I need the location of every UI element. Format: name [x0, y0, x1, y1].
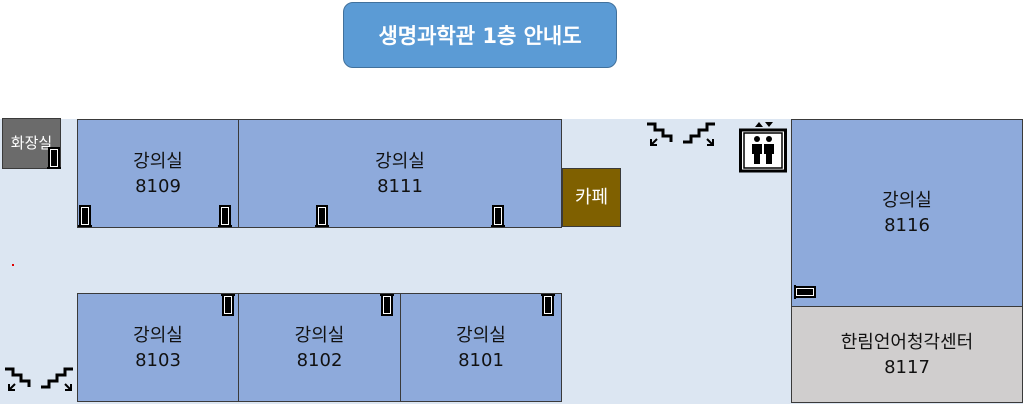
room-number: 8101: [458, 349, 504, 371]
door-icon: [78, 205, 92, 227]
stairs-icon: [5, 367, 73, 391]
room-label: 강의실: [375, 150, 425, 172]
room-label: 강의실: [294, 324, 345, 346]
elevator-icon: [739, 122, 787, 173]
room-number: 8117: [884, 356, 930, 378]
cafe: 카페: [562, 168, 621, 227]
room-number: 8111: [377, 175, 423, 197]
room-number: 8109: [135, 175, 181, 197]
stairs-icon: [647, 122, 715, 146]
room-8116: 강의실 8116: [791, 119, 1023, 307]
room-number: 8103: [135, 349, 181, 371]
marker-dot: [12, 264, 14, 266]
room-8109: 강의실 8109: [77, 119, 239, 228]
cafe-label: 카페: [574, 187, 609, 208]
room-label: 강의실: [882, 190, 932, 211]
door-icon: [541, 294, 555, 316]
door-icon: [221, 294, 235, 316]
room-8117: 한림언어청각센터 8117: [791, 306, 1023, 403]
door-icon: [380, 294, 394, 316]
door-icon: [218, 205, 232, 227]
room-label: 한림언어청각센터: [840, 331, 974, 353]
room-8102: 강의실 8102: [238, 293, 401, 402]
room-8111: 강의실 8111: [238, 119, 562, 228]
room-label: 강의실: [456, 324, 506, 346]
room-number: 8102: [296, 349, 343, 371]
room-label: 강의실: [133, 324, 183, 346]
door-icon: [47, 147, 61, 169]
room-number: 8116: [884, 215, 930, 236]
restroom-label: 화장실: [10, 134, 53, 152]
room-8101: 강의실 8101: [400, 293, 562, 402]
door-icon: [794, 285, 816, 299]
room-label: 강의실: [133, 150, 183, 172]
map-title: 생명과학관 1층 안내도: [343, 2, 617, 68]
door-icon: [315, 205, 329, 227]
door-icon: [491, 205, 505, 227]
room-8103: 강의실 8103: [77, 293, 239, 402]
